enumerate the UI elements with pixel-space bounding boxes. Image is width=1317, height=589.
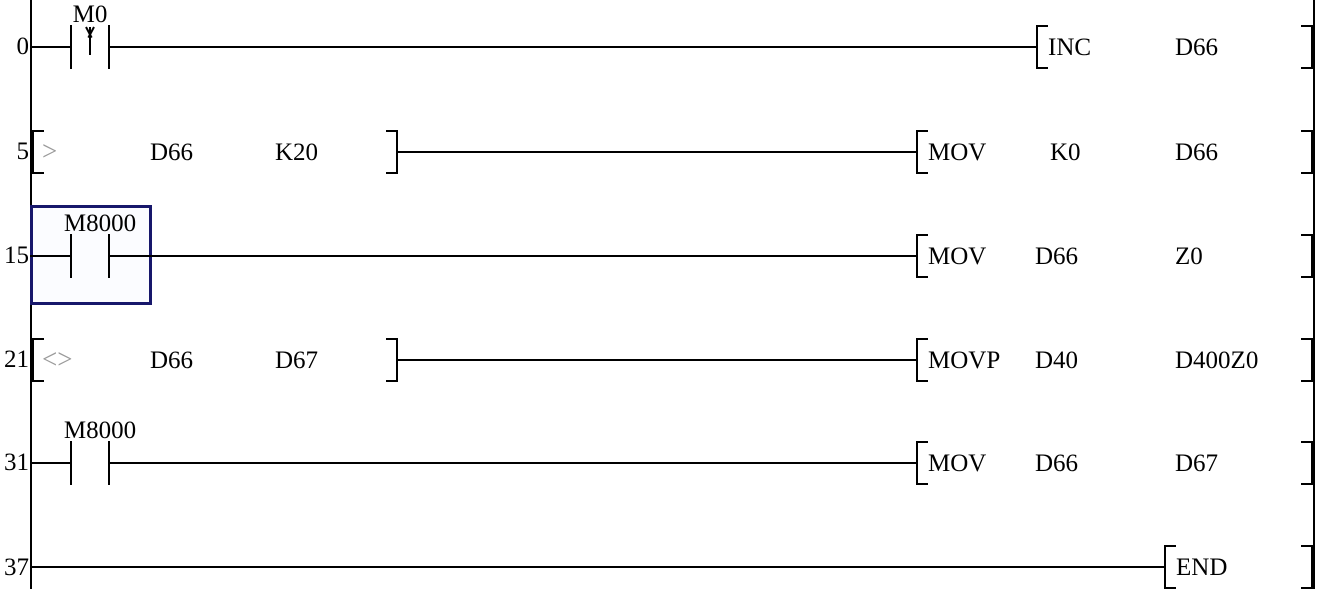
rung-5-wire bbox=[398, 151, 916, 153]
rung-5-instruction-mnemonic[interactable]: MOV bbox=[928, 139, 987, 166]
step-number-21: 21 bbox=[4, 346, 29, 373]
rung-31-wire-left bbox=[30, 462, 70, 464]
rung-0-bracket-open bbox=[1036, 25, 1048, 69]
rung-31-instruction-mnemonic[interactable]: MOV bbox=[928, 450, 987, 477]
up-arrow-icon bbox=[89, 27, 91, 55]
rung-15-wire-left bbox=[30, 255, 70, 257]
rung-15-operand-1[interactable]: D66 bbox=[1035, 243, 1079, 270]
not-equal-icon[interactable]: <> bbox=[42, 344, 73, 374]
rung-21-bracket-close bbox=[1301, 338, 1313, 382]
device-label-m8000-step31: M8000 bbox=[63, 417, 137, 444]
no-contact-icon-step15[interactable] bbox=[70, 234, 110, 278]
rung-37-wire bbox=[30, 566, 1164, 568]
step-number-37: 37 bbox=[4, 554, 29, 581]
rung-0-instruction-mnemonic[interactable]: INC bbox=[1048, 34, 1092, 61]
rung-31-bracket-close bbox=[1301, 441, 1313, 485]
rung-0-bracket-close bbox=[1301, 25, 1313, 69]
rung-31-wire-right bbox=[108, 462, 916, 464]
rising-edge-contact-icon[interactable] bbox=[70, 25, 110, 69]
rung-0-operand-1[interactable]: D66 bbox=[1175, 34, 1219, 61]
rung-21-compare-operand-2[interactable]: D67 bbox=[275, 347, 319, 374]
step-number-31: 31 bbox=[4, 449, 29, 476]
rung-5-compare-operand-2[interactable]: K20 bbox=[275, 139, 319, 166]
rung-21-compare-bracket-open bbox=[32, 338, 44, 382]
rung-37-bracket-open bbox=[1164, 545, 1176, 589]
rung-5-bracket-open bbox=[916, 130, 928, 174]
greater-than-icon[interactable]: > bbox=[42, 136, 58, 166]
rung-21-operand-1[interactable]: D40 bbox=[1035, 347, 1079, 374]
step-number-0: 0 bbox=[16, 33, 30, 60]
rung-31-bracket-open bbox=[916, 441, 928, 485]
device-label-m0: M0 bbox=[72, 1, 108, 28]
rung-21-wire bbox=[398, 359, 916, 361]
rung-0-wire-right bbox=[108, 46, 1036, 48]
rung-5-compare-bracket-close bbox=[386, 130, 398, 174]
rung-37-bracket-close bbox=[1301, 545, 1313, 589]
rung-15-operand-2[interactable]: Z0 bbox=[1175, 243, 1203, 270]
rung-15-wire-right bbox=[108, 255, 916, 257]
rung-5-operand-2[interactable]: D66 bbox=[1175, 139, 1219, 166]
rung-21-compare-bracket-close bbox=[386, 338, 398, 382]
rung-31-operand-1[interactable]: D66 bbox=[1035, 450, 1079, 477]
step-number-15: 15 bbox=[4, 242, 29, 269]
device-label-m8000-step15: M8000 bbox=[63, 210, 137, 237]
rung-21-bracket-open bbox=[916, 338, 928, 382]
rung-21-operand-2[interactable]: D400Z0 bbox=[1175, 347, 1259, 374]
end-instruction[interactable]: END bbox=[1176, 554, 1228, 581]
rung-15-bracket-close bbox=[1301, 234, 1313, 278]
rung-31-operand-2[interactable]: D67 bbox=[1175, 450, 1219, 477]
no-contact-icon-step31[interactable] bbox=[70, 441, 110, 485]
rung-15-bracket-open bbox=[916, 234, 928, 278]
rung-0-wire-left bbox=[30, 46, 70, 48]
rung-15-instruction-mnemonic[interactable]: MOV bbox=[928, 243, 987, 270]
rung-21-compare-operand-1[interactable]: D66 bbox=[150, 347, 194, 374]
right-power-rail bbox=[1313, 0, 1315, 589]
rung-5-compare-bracket-open bbox=[32, 130, 44, 174]
rung-5-operand-1[interactable]: K0 bbox=[1050, 139, 1081, 166]
step-number-5: 5 bbox=[16, 138, 30, 165]
rung-5-bracket-close bbox=[1301, 130, 1313, 174]
rung-5-compare-operand-1[interactable]: D66 bbox=[150, 139, 194, 166]
rung-21-instruction-mnemonic[interactable]: MOVP bbox=[928, 347, 1001, 374]
